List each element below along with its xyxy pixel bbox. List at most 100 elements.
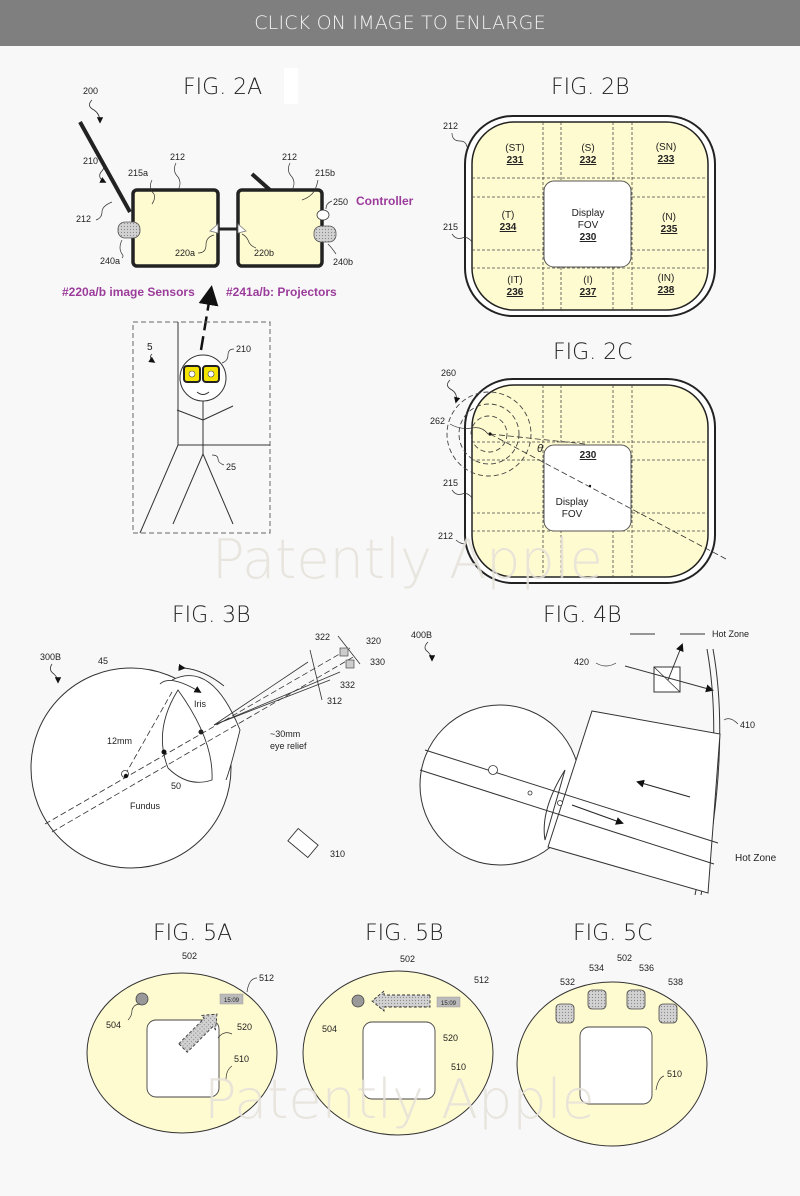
svg-text:50: 50 [171, 781, 181, 791]
svg-text:(IT): (IT) [507, 275, 523, 286]
svg-text:320: 320 [366, 636, 381, 646]
svg-text:510: 510 [234, 1054, 249, 1064]
svg-text:(T): (T) [502, 210, 515, 221]
fig-2c: FIG. 2C 230 Display FOV θ 260 262 [430, 340, 727, 584]
svg-text:510: 510 [667, 1069, 682, 1079]
fig-5a-title: FIG. 5A [153, 921, 232, 946]
svg-text:15:09: 15:09 [224, 998, 240, 1004]
svg-text:240a: 240a [100, 256, 120, 266]
right-lens [236, 188, 324, 268]
svg-text:234: 234 [500, 222, 517, 233]
fig-5b-title: FIG. 5B [365, 921, 444, 946]
fig-5a: FIG. 5A 15:09 502 512 504 520 510 [86, 921, 278, 1134]
image-sensor-right-icon [237, 223, 247, 234]
svg-text:215b: 215b [315, 168, 335, 178]
svg-text:215: 215 [443, 222, 458, 232]
fig-4b: FIG. 4B 400B Hot Zone 420 410 Hot Zone [411, 603, 777, 896]
fig-5b: FIG. 5B 15:09 502 512 504 520 510 [302, 921, 494, 1136]
app-icon-538 [658, 1003, 678, 1024]
svg-text:410: 410 [740, 720, 755, 730]
svg-text:5: 5 [147, 342, 153, 353]
svg-text:262: 262 [430, 416, 445, 426]
svg-text:215: 215 [443, 478, 458, 488]
svg-text:520: 520 [237, 1022, 252, 1032]
status-dot-icon [351, 994, 365, 1008]
image-sensor-left-icon [209, 223, 219, 234]
svg-text:Hot Zone: Hot Zone [735, 853, 777, 864]
svg-text:520: 520 [443, 1033, 458, 1043]
svg-text:(ST): (ST) [505, 143, 524, 154]
svg-text:Display: Display [572, 208, 605, 219]
svg-text:220a: 220a [175, 248, 195, 258]
patent-figure-image[interactable]: FIG. 2A 200 210 212 212 215a 215b 212 24… [0, 46, 800, 1191]
arrow-left-icon [371, 990, 431, 1012]
svg-text:502: 502 [400, 954, 415, 964]
svg-text:536: 536 [639, 963, 654, 973]
projector-right-icon [313, 225, 337, 243]
svg-text:240b: 240b [333, 257, 353, 267]
svg-text:212: 212 [443, 121, 458, 131]
svg-text:230: 230 [580, 450, 597, 461]
svg-text:332: 332 [340, 680, 355, 690]
controller-annotation: Controller [356, 194, 414, 208]
svg-text:237: 237 [580, 287, 597, 298]
svg-text:233: 233 [658, 154, 675, 165]
svg-text:210: 210 [83, 156, 98, 166]
svg-text:310: 310 [330, 849, 345, 859]
watermark-bottom: Patently Apple [204, 1068, 595, 1131]
svg-text:512: 512 [474, 975, 489, 985]
svg-text:235: 235 [661, 224, 678, 235]
svg-text:(N): (N) [662, 212, 676, 223]
svg-text:532: 532 [560, 977, 575, 987]
svg-text:~30mm: ~30mm [270, 729, 300, 739]
fig-2c-title: FIG. 2C [553, 340, 633, 365]
svg-text:504: 504 [106, 1020, 121, 1030]
svg-text:512: 512 [259, 973, 274, 983]
app-icon-534 [587, 989, 607, 1010]
fig-2a: FIG. 2A 200 210 212 212 215a 215b 212 24… [62, 68, 414, 534]
svg-text:510: 510 [451, 1062, 466, 1072]
fig-3b-title: FIG. 3B [172, 603, 251, 628]
status-dot-icon [135, 992, 149, 1006]
svg-text:330: 330 [370, 657, 385, 667]
svg-text:215a: 215a [128, 168, 148, 178]
svg-text:230: 230 [580, 232, 597, 243]
svg-text:eye relief: eye relief [270, 741, 307, 751]
svg-text:FOV: FOV [578, 220, 599, 231]
camera-icon [287, 827, 319, 859]
svg-text:538: 538 [668, 977, 683, 987]
svg-text:502: 502 [617, 953, 632, 963]
svg-text:45: 45 [98, 656, 108, 666]
svg-text:420: 420 [574, 657, 589, 667]
svg-text:200: 200 [83, 86, 98, 96]
enlarge-banner-label: CLICK ON IMAGE TO ENLARGE [254, 12, 546, 34]
controller-icon [316, 209, 330, 221]
app-icon-536 [626, 989, 646, 1010]
svg-text:12mm: 12mm [107, 736, 132, 746]
svg-text:504: 504 [322, 1024, 337, 1034]
svg-text:300B: 300B [40, 652, 61, 662]
svg-text:Display: Display [556, 497, 589, 508]
watermark-top: Patently Apple [212, 528, 603, 591]
svg-text:15:09: 15:09 [441, 1001, 457, 1007]
svg-text:FOV: FOV [562, 509, 583, 520]
enlarge-banner[interactable]: CLICK ON IMAGE TO ENLARGE [0, 0, 800, 46]
projectors-annotation: #241a/b: Projectors [226, 285, 337, 299]
app-icon-532 [555, 1003, 575, 1024]
svg-text:212: 212 [282, 152, 297, 162]
svg-text:250: 250 [333, 197, 348, 207]
svg-text:(S): (S) [581, 143, 594, 154]
svg-text:212: 212 [76, 214, 91, 224]
arrow-up-right-icon [178, 1013, 218, 1053]
svg-text:312: 312 [327, 696, 342, 706]
svg-text:25: 25 [226, 462, 236, 472]
svg-text:(SN): (SN) [656, 142, 677, 153]
svg-text:Fundus: Fundus [130, 801, 161, 811]
svg-text:322: 322 [315, 632, 330, 642]
projector-left-icon [117, 221, 141, 239]
svg-text:400B: 400B [411, 630, 432, 640]
svg-text:236: 236 [507, 287, 524, 298]
svg-text:212: 212 [438, 531, 453, 541]
fig-2a-title: FIG. 2A [183, 75, 262, 100]
svg-text:502: 502 [182, 951, 197, 961]
